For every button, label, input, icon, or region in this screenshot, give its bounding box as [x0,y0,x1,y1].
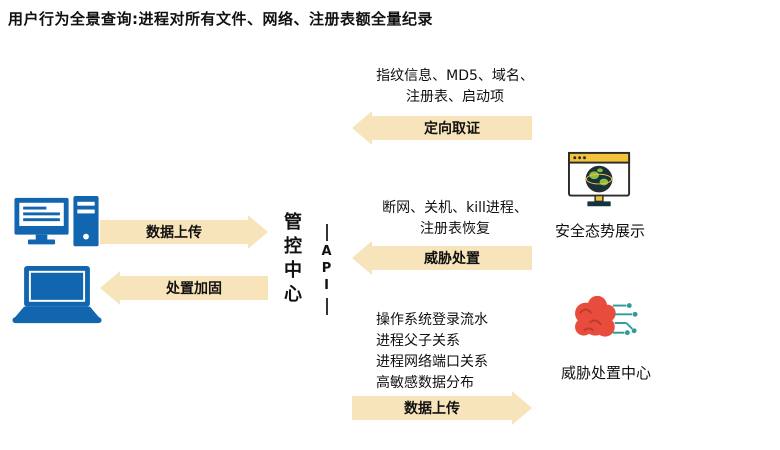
arrow-label: 数据上传 [404,401,460,417]
upload-description: 操作系统登录流水 进程父子关系 进程网络端口关系 高敏感数据分布 [376,310,488,394]
upload-desc-line2: 进程父子关系 [376,333,460,349]
api-connector: API [319,224,334,315]
threat-desc-line2: 注册表恢复 [420,221,490,237]
upload-desc-line3: 进程网络端口关系 [376,354,488,370]
arrow-body: 数据上传 [352,396,512,420]
data-upload-arrow-left: 数据上传 [100,215,268,249]
arrow-head-left-icon [100,271,120,305]
api-label: API [319,244,334,295]
laptop-icon [12,266,102,326]
arrow-label: 处置加固 [166,281,222,297]
threat-center-brain-icon [568,292,646,354]
arrow-head-left-icon [352,241,372,275]
threat-description: 断网、关机、kill进程、 注册表恢复 [350,198,560,240]
security-posture-monitor-icon [566,150,634,214]
upload-desc-line4: 高敏感数据分布 [376,375,474,391]
arrow-body: 定向取证 [372,116,532,140]
api-line-bottom [325,298,328,315]
control-center-label: 管控中心 [281,212,302,308]
threat-arrow: 威胁处置 [352,241,532,275]
arrow-head-right-icon [248,215,268,249]
arrow-label: 威胁处置 [424,251,480,267]
arrow-label: 定向取证 [424,121,480,137]
arrow-body: 处置加固 [120,276,268,300]
forensics-description: 指纹信息、MD5、域名、 注册表、启动项 [350,66,560,108]
page-title: 用户行为全景查询:进程对所有文件、网络、注册表额全量纪录 [8,10,434,28]
arrow-label: 数据上传 [146,225,202,241]
security-posture-caption: 安全态势展示 [554,222,645,240]
forensics-desc-line1: 指纹信息、MD5、域名、 [376,68,534,84]
api-line-top [325,224,328,241]
arrow-body: 威胁处置 [372,246,532,270]
threat-desc-line1: 断网、关机、kill进程、 [382,200,528,216]
desktop-computer-icon [14,196,100,254]
upload-desc-line1: 操作系统登录流水 [376,312,488,328]
arrow-head-left-icon [352,111,372,145]
forensics-arrow: 定向取证 [352,111,532,145]
arrow-body: 数据上传 [100,220,248,244]
arrow-head-right-icon [512,391,532,425]
reinforce-arrow-left: 处置加固 [100,271,268,305]
forensics-desc-line2: 注册表、启动项 [406,89,504,105]
threat-center-caption: 威胁处置中心 [560,364,651,382]
data-upload-arrow-bottom: 数据上传 [352,391,532,425]
